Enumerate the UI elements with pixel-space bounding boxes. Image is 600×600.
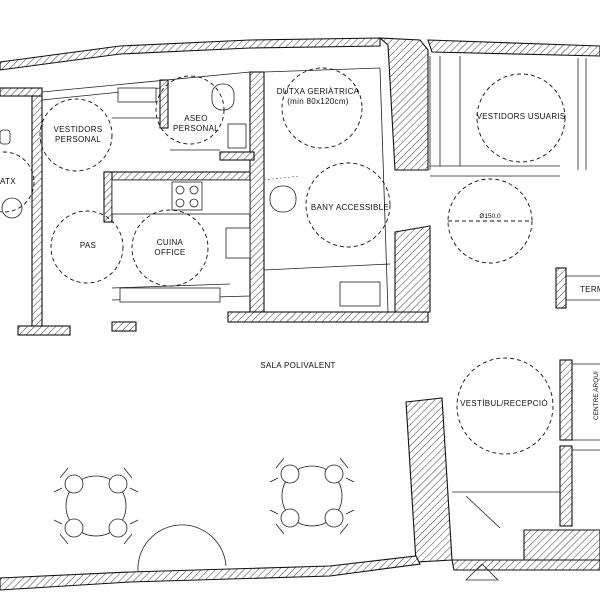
wall-left-stub bbox=[0, 87, 43, 97]
vestidors-bench bbox=[117, 87, 157, 103]
wall-kitchen-left bbox=[103, 171, 113, 223]
circle-cuina bbox=[131, 209, 209, 287]
label-diameter: Ø150.0 bbox=[479, 213, 501, 220]
circle-dutxa bbox=[281, 67, 363, 149]
wall-right-top bbox=[555, 267, 567, 309]
label-term-fragment: TERM bbox=[580, 285, 600, 294]
circle-aseo bbox=[155, 75, 225, 145]
circle-pas bbox=[50, 210, 124, 284]
wall-kitchen-top bbox=[103, 171, 261, 181]
kitchen-cooktop bbox=[171, 181, 203, 211]
label-bany-accessible: BANY ACCESSIBLE bbox=[311, 203, 389, 212]
wall-pier-bany bbox=[394, 225, 431, 313]
wall-right-bottom bbox=[523, 529, 600, 561]
circle-diameter bbox=[447, 178, 533, 264]
label-dutxa-geriatrica: DUTXA GERIÀTRICA(min 80x120cm) bbox=[277, 87, 360, 106]
wall-left-1 bbox=[31, 95, 43, 335]
turning-circles bbox=[0, 67, 566, 573]
bany-sink bbox=[339, 281, 381, 307]
wall-right-mid2 bbox=[559, 445, 573, 527]
circle-vestidors-usuaris bbox=[476, 73, 566, 163]
wall-aseo-left bbox=[159, 79, 169, 129]
dining-table-left bbox=[53, 467, 139, 545]
wall-mid-vertical bbox=[249, 71, 265, 313]
circle-vestibul bbox=[456, 357, 554, 455]
circle-vestidors-personal bbox=[39, 98, 113, 172]
bany-toilet bbox=[269, 185, 297, 213]
label-atx-fragment: ATX bbox=[0, 177, 16, 186]
wall-row-bottom-b bbox=[111, 321, 137, 332]
kitchen-sink bbox=[225, 227, 251, 259]
wall-aseo-bottom bbox=[219, 151, 255, 161]
wall-top-right bbox=[427, 39, 600, 57]
entrance-arrow-icon bbox=[465, 563, 499, 581]
wall-row-bottom-c bbox=[227, 311, 429, 323]
wall-right-mid bbox=[559, 359, 573, 441]
circle-bany bbox=[305, 162, 391, 248]
dining-table-right bbox=[269, 457, 355, 535]
label-vestibul-recepcio: VESTÍBUL/RECEPCIÓ bbox=[460, 399, 548, 408]
wall-bottom bbox=[0, 555, 421, 591]
wall-pier-lower bbox=[405, 397, 453, 563]
entrance-door-arc bbox=[137, 524, 227, 573]
walls bbox=[0, 37, 600, 591]
label-vestidors-usuaris: VESTIDORS USUARIS bbox=[476, 112, 565, 121]
circle-left-fragment bbox=[0, 151, 35, 213]
wall-top-left bbox=[0, 37, 381, 71]
wall-bottom-right bbox=[451, 559, 600, 571]
fixtures bbox=[0, 83, 381, 307]
aseo-sink bbox=[227, 123, 247, 149]
wall-pier-top bbox=[378, 37, 429, 171]
label-centre-fragment: CENTRE ARQUI bbox=[593, 371, 600, 420]
aseo-toilet bbox=[211, 83, 235, 111]
label-pas: PAS bbox=[80, 241, 96, 250]
wall-row-bottom-a bbox=[17, 325, 71, 336]
label-sala-polivalent: SALA POLIVALENT bbox=[260, 361, 336, 370]
